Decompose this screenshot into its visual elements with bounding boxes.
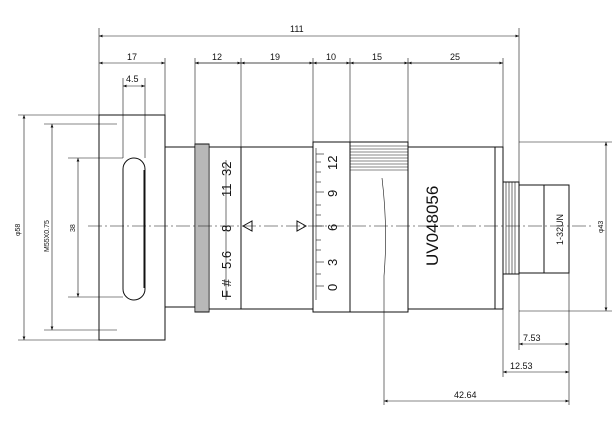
dim-mount-length: 17 [127,52,137,62]
bottom-dimensions: 7.53 12.53 42.64 [383,273,570,405]
dim-rear-dia: φ43 [598,221,605,233]
dim-overall-length: 111 [290,24,304,34]
dim-seg-5: 25 [450,52,460,62]
front-flange [98,114,166,341]
dim-mount-flange: 4.5 [126,74,139,84]
f-label: F # [219,278,234,298]
dim-seg-4: 15 [372,52,382,62]
dim-seg-2: 19 [270,52,280,62]
mount-thread [502,181,520,275]
dim-seg-1: 12 [212,52,222,62]
focus-scale: 0 3 6 9 12 [315,148,340,300]
dim-flange-back-3: 42.64 [454,390,477,400]
mount-thread-label: 1-32UN [555,214,565,245]
lens-outline [98,114,570,341]
flange-slot [122,157,146,301]
focus-12: 12 [325,156,340,170]
focus-grip-knurl [349,141,409,313]
top-dimensions: 111 17 4.5 12 19 10 15 25 [98,24,520,182]
f-stop-32: 32 [219,162,234,176]
dim-inner-dia: 38 [70,224,77,232]
model-number: UV048056 [423,186,442,266]
dim-filter-thread: M55X0.75 [44,220,51,252]
f-stop-8: 8 [219,225,234,232]
f-stop-5-6: 5.6 [219,251,234,269]
focus-3: 3 [325,259,340,266]
body-tube [164,146,196,308]
right-dimensions: φ43 [519,141,612,312]
dim-seg-3: 10 [326,52,336,62]
focus-9: 9 [325,190,340,197]
dim-flange-back-1: 7.53 [523,333,541,343]
focus-0: 0 [325,284,340,291]
f-stop-11: 11 [219,184,234,198]
focus-6: 6 [325,224,340,231]
dim-flange-back-2: 12.53 [510,361,533,371]
aperture-scale: F # 5.6 8 11 32 [219,160,308,300]
left-dimensions: φ58 M55X0.75 38 [15,114,123,341]
dim-body-dia: φ58 [15,224,22,236]
